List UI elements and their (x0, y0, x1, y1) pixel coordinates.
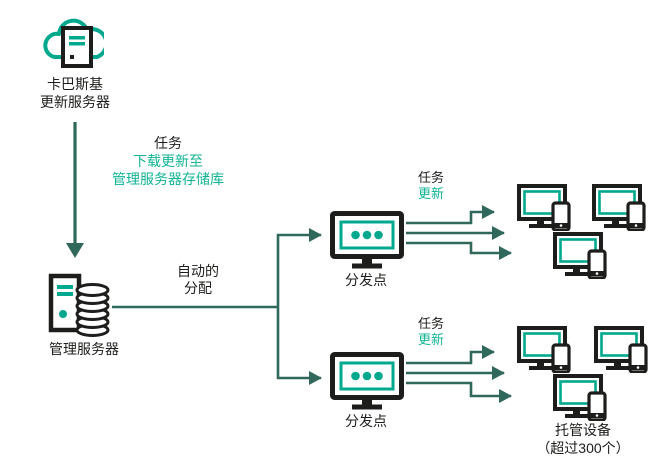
dp-dot-2 (362, 230, 372, 240)
server-database-icon (48, 273, 110, 337)
download-task-line2: 管理服务器存储库 (112, 171, 224, 187)
download-task-annotation: 任务 下载更新至 管理服务器存储库 (88, 134, 248, 188)
monitor-phone-icon (592, 184, 646, 231)
device-stand-base (606, 366, 629, 370)
dp-monitor-screen (339, 361, 395, 391)
dp-dot-1 (351, 371, 360, 381)
arrow-branch-to-dp-top (276, 228, 322, 307)
update-task-bottom-annotation: 任务 更新 (418, 316, 444, 347)
dp-dot-3 (374, 371, 383, 381)
phone-home-dot (634, 224, 638, 227)
auto-distribution-annotation: 自动的 分配 (158, 263, 238, 297)
monitor-phone-icon (594, 326, 648, 373)
device-stand-base (565, 414, 588, 418)
device-stand-base (529, 366, 552, 370)
phone-home-dot (636, 366, 640, 369)
distribution-point-top-label: 分发点 (345, 272, 387, 288)
update-server-label-line2: 更新服务器 (40, 94, 110, 110)
dp-stand-base (352, 263, 382, 269)
update-server-label-line1: 卡巴斯基 (47, 76, 103, 92)
database-icon (75, 283, 110, 337)
arrow-dp-top-device-1 (406, 205, 495, 225)
device-stand-stem (614, 361, 621, 366)
managed-devices-label-line1: 托管设备 (555, 422, 611, 438)
update-task-top-annotation: 任务 更新 (418, 170, 444, 201)
server-slot-2 (69, 42, 85, 46)
download-task-line1: 下载更新至 (133, 153, 203, 169)
device-stand-stem (537, 361, 544, 366)
dp-stand-base (352, 404, 382, 410)
monitor-dots-icon (330, 352, 404, 410)
phone-home-dot (559, 366, 563, 369)
update-task-bottom-subtitle: 更新 (418, 331, 445, 347)
update-task-top-title: 任务 (418, 170, 445, 185)
arrowhead-update-download (66, 243, 84, 258)
device-stand-base (529, 224, 552, 228)
dp-stand-stem (362, 398, 372, 405)
server-led (70, 55, 74, 59)
arrow-dp-bottom-device-3 (406, 381, 512, 403)
phone-home-dot (595, 414, 599, 417)
auto-distribution-line2: 分配 (184, 280, 212, 296)
arrow-dp-top-device-3 (406, 241, 512, 260)
dp-dot-3 (374, 230, 383, 240)
device-stand-stem (573, 409, 580, 414)
dp-dot-2 (362, 371, 372, 381)
arrow-dp-bottom-device-1 (406, 345, 495, 365)
arrow-branch-to-dp-bottom (276, 307, 322, 385)
phone-home-dot (559, 224, 563, 227)
device-stand-base (565, 272, 588, 276)
update-task-top-subtitle: 更新 (418, 185, 445, 201)
update-server-label: 卡巴斯基 更新服务器 (15, 75, 135, 111)
update-task-bottom-title: 任务 (418, 316, 445, 331)
dp-monitor-screen (339, 220, 395, 250)
admin-server-slot-1 (57, 285, 73, 289)
monitor-phone-icon (517, 326, 571, 373)
admin-server-led (59, 310, 67, 318)
device-stand-stem (537, 219, 544, 224)
monitor-phone-icon (553, 374, 607, 421)
phone-home-dot (595, 272, 599, 275)
admin-server-label: 管理服务器 (49, 341, 119, 357)
monitor-phone-icon (553, 232, 607, 279)
cloud-server-icon (43, 18, 104, 68)
admin-server-tower-icon (48, 273, 82, 333)
auto-distribution-line1: 自动的 (177, 263, 219, 279)
managed-devices-label-line2: （超过300个） (536, 440, 630, 456)
device-stand-stem (573, 267, 580, 272)
dp-stand-stem (362, 257, 372, 264)
distribution-point-bottom-label: 分发点 (345, 413, 387, 429)
device-stand-stem (612, 219, 619, 224)
monitor-dots-icon (330, 211, 404, 269)
server-tower-icon (61, 26, 93, 68)
admin-server-slot-2 (57, 292, 73, 296)
dp-dot-1 (351, 230, 360, 240)
server-slot-1 (69, 36, 85, 40)
managed-devices-label: 托管设备 （超过300个） (501, 421, 660, 457)
device-stand-base (604, 224, 627, 228)
monitor-phone-icon (517, 184, 571, 231)
download-task-title: 任务 (154, 135, 182, 151)
